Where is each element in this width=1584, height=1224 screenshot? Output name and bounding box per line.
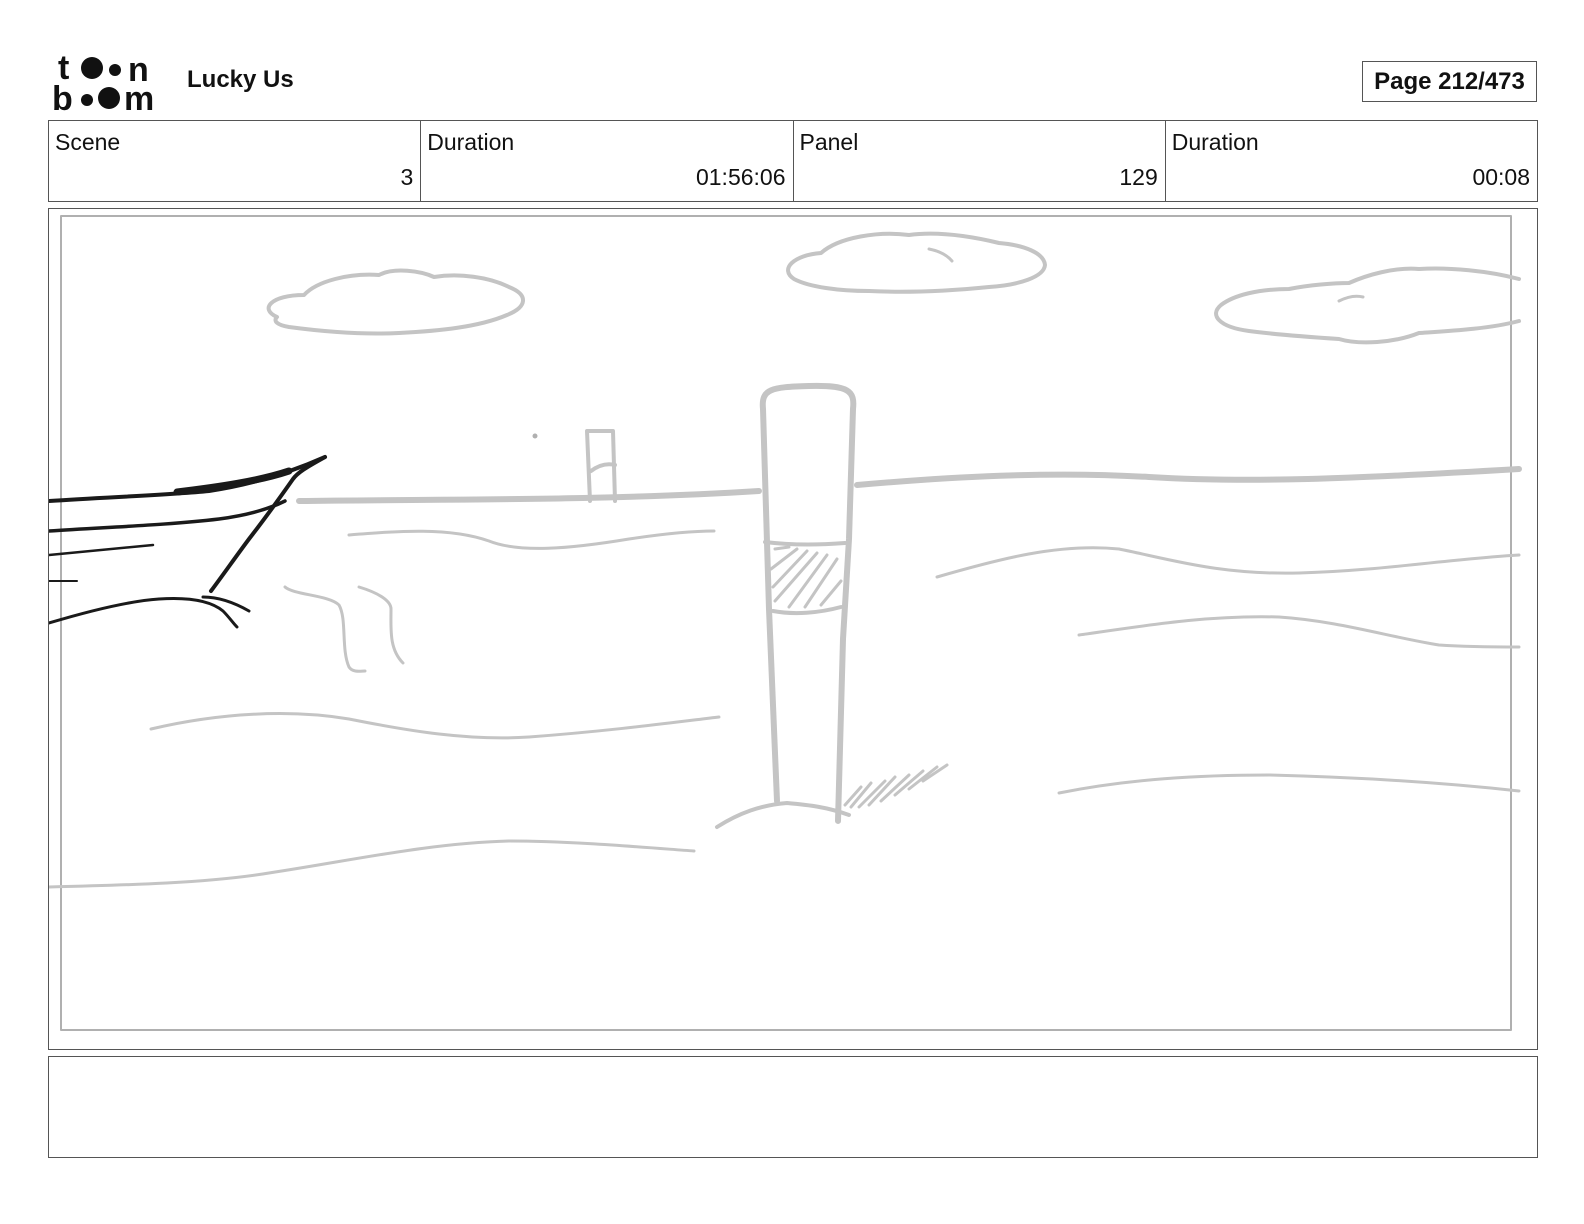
svg-text:n: n (128, 52, 149, 89)
toonboom-logo: t n b m (52, 52, 154, 112)
scene-duration-label: Duration (427, 129, 515, 155)
wave-6 (49, 839, 696, 889)
panel-label: Panel (799, 129, 859, 155)
scene-duration-value: 01:56:06 (695, 164, 786, 190)
wave-3 (1077, 615, 1521, 649)
main-post-hatching (769, 545, 843, 609)
cloud-left (266, 268, 525, 336)
boat-strake-1 (49, 499, 287, 533)
page-indicator-label: Page 212/473 (1374, 67, 1525, 95)
post-base (715, 801, 851, 829)
main-post (759, 382, 857, 824)
panel-duration-cell: Duration 00:08 (1166, 121, 1537, 201)
cloud-right-detail (1337, 294, 1365, 303)
scene-label: Scene (55, 129, 121, 155)
storyboard-panel (48, 208, 1538, 1050)
cloud-right (1214, 266, 1521, 345)
cloud-center-detail (927, 247, 954, 263)
distant-post (585, 429, 617, 503)
wave-5 (1057, 773, 1521, 795)
wave-4 (149, 712, 721, 740)
scene-cell: Scene 3 (49, 121, 422, 201)
boat-wake (49, 595, 251, 629)
project-title: Lucky Us (187, 66, 294, 93)
scene-value: 3 (400, 164, 414, 190)
main-post-band (763, 540, 847, 616)
panel-duration-label: Duration (1171, 129, 1259, 155)
boat-bow (209, 455, 327, 593)
boat-strake-2 (49, 543, 155, 557)
panel-value: 129 (1119, 164, 1158, 190)
boat-ripple (283, 585, 405, 673)
wave-2 (935, 546, 1521, 579)
scene-duration-cell: Duration 01:56:06 (421, 121, 794, 201)
page-indicator: Page 212/473 (1362, 61, 1537, 102)
panel-cell: Panel 129 (794, 121, 1166, 201)
caption-box (48, 1056, 1538, 1158)
svg-text:t: t (58, 52, 69, 87)
distant-dot (532, 433, 538, 439)
safe-frame (60, 215, 1512, 1031)
panel-info-table: Scene 3 Duration 01:56:06 Panel 129 Dura… (48, 120, 1538, 202)
svg-text:b: b (52, 80, 73, 112)
svg-text:m: m (124, 80, 154, 112)
boat-hull-shade (173, 467, 293, 496)
wave-1 (347, 529, 716, 550)
cloud-center (786, 231, 1047, 294)
panel-duration-value: 00:08 (1472, 164, 1530, 190)
horizon-line (296, 466, 1522, 504)
panel-sketch (49, 215, 1522, 1031)
grass-tuft (843, 763, 949, 809)
